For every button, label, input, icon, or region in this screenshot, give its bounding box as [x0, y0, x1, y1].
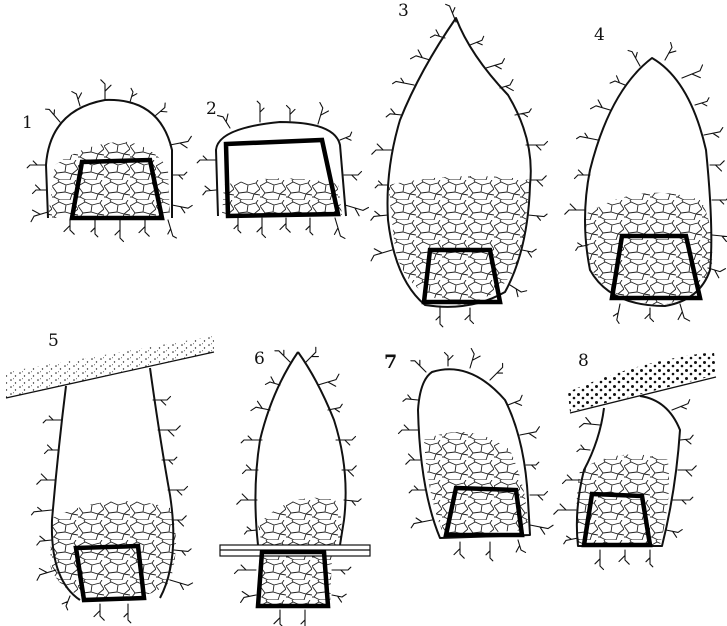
panel-2-rubble: [222, 178, 342, 215]
panel-6: 6: [220, 347, 370, 626]
panel-4-label: 4: [594, 25, 605, 45]
panel-5: 5: [6, 331, 214, 623]
panel-7-rubble: [424, 432, 528, 535]
panel-7: 7: [384, 349, 553, 561]
panel-2: 2: [197, 99, 368, 238]
panel-3-label: 3: [398, 1, 409, 21]
panel-1-label: 1: [22, 113, 33, 133]
panel-5-label: 5: [48, 331, 59, 351]
panel-7-label: 7: [384, 351, 397, 373]
panel-8-label: 8: [578, 351, 589, 371]
panel-2-label: 2: [206, 99, 217, 119]
panel-5-sand-layer: [6, 336, 214, 398]
panel-1: 1: [22, 80, 192, 242]
panel-4-rubble: [584, 193, 712, 305]
panel-4: 4: [565, 25, 727, 323]
panel-3: 3: [371, 1, 548, 327]
panel-8: 8: [554, 351, 716, 570]
panel-5-rubble: [50, 501, 176, 600]
panel-6-label: 6: [254, 349, 265, 369]
panel-1-rubble: [48, 142, 170, 218]
